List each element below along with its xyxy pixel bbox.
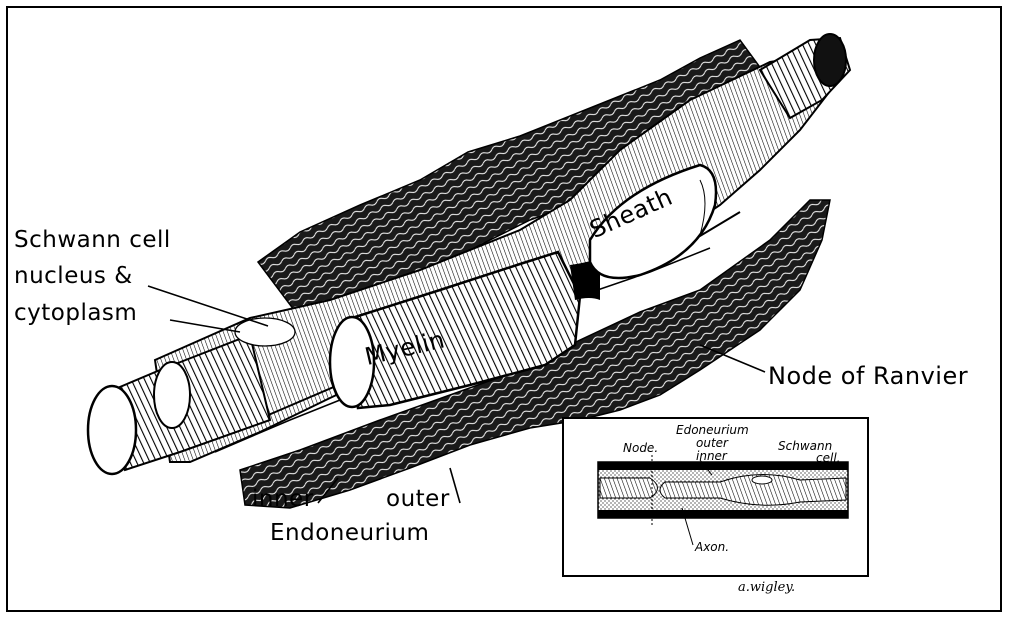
inset-label-inner: inner	[696, 450, 727, 462]
label-node-of-ranvier: Node of Ranvier	[768, 364, 968, 388]
inset-label-node: Node.	[623, 442, 658, 454]
label-schwann-cell: Schwann cell	[14, 229, 171, 252]
label-nucleus: nucleus &	[14, 265, 133, 288]
label-cytoplasm: cytoplasm	[14, 302, 137, 325]
inset-label-endoneurium: Edoneurium	[676, 424, 749, 436]
label-endoneurium: Endoneurium	[270, 522, 429, 545]
inset-label-axon: Axon.	[695, 541, 729, 553]
label-inner: inner	[252, 488, 314, 511]
artist-signature: a.wigley.	[738, 580, 795, 595]
schwann-nucleus	[235, 318, 295, 346]
inset-label-outer: outer	[696, 437, 728, 449]
label-outer: outer	[386, 488, 450, 511]
inset-label-cell: cell.	[816, 452, 840, 464]
